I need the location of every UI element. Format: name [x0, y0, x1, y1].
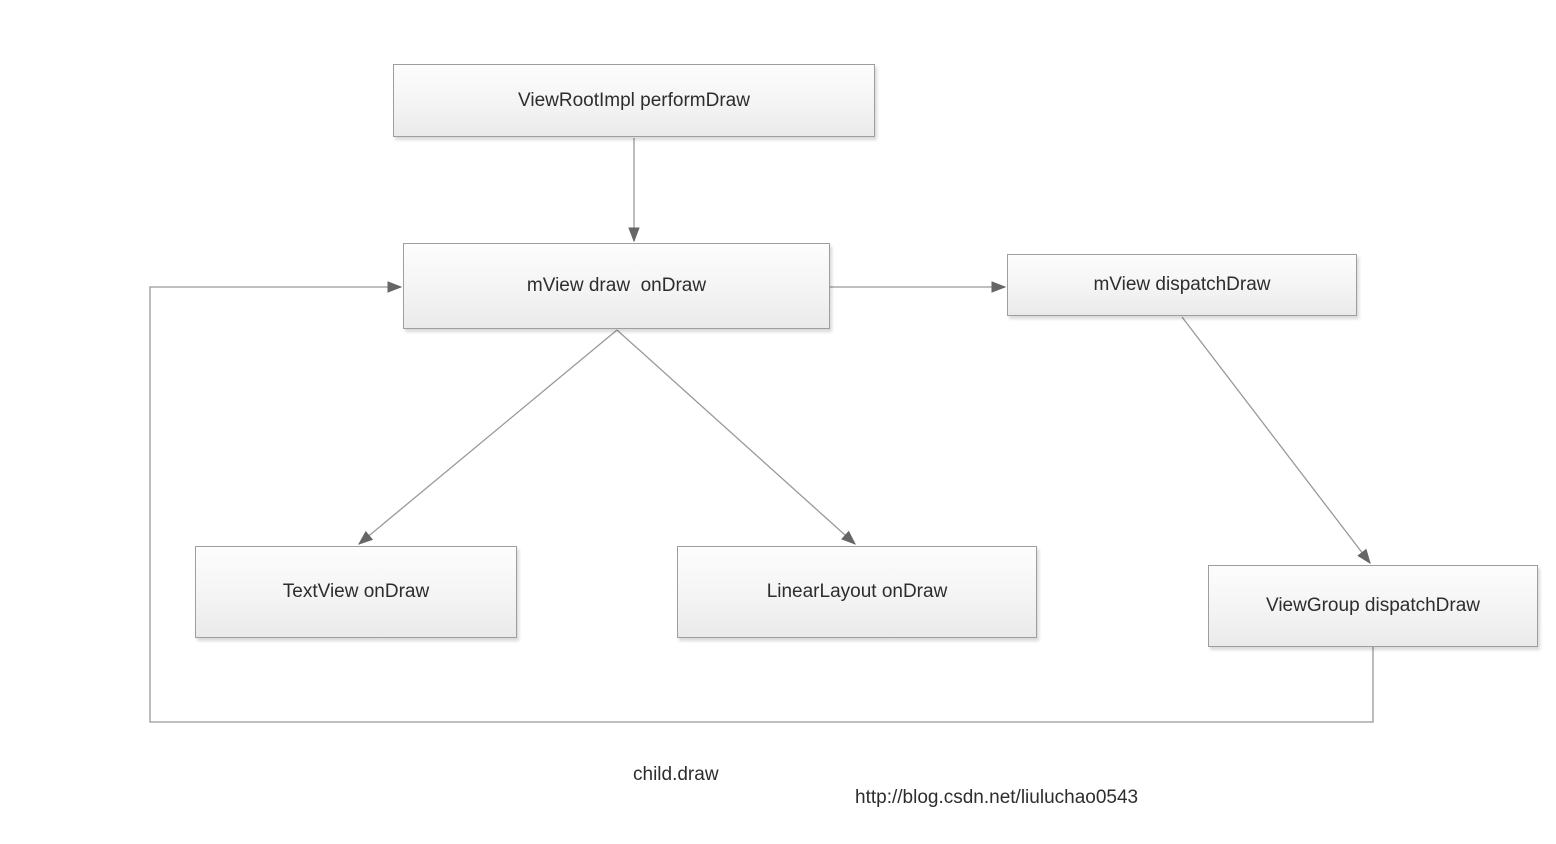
node-viewrootimpl-performdraw: ViewRootImpl performDraw [393, 64, 875, 137]
node-label: ViewRootImpl performDraw [518, 89, 750, 111]
edge-dispatchdraw-to-viewgroup [1181, 316, 1370, 563]
watermark-url: http://blog.csdn.net/liuluchao0543 [855, 787, 1139, 808]
node-textview-ondraw: TextView onDraw [195, 546, 517, 638]
node-label: ViewGroup dispatchDraw [1265, 595, 1481, 616]
loop-edge-label: child.draw [633, 764, 719, 785]
node-label: mView draw onDraw [526, 275, 707, 296]
node-mview-dispatchdraw: mView dispatchDraw [1007, 254, 1357, 316]
node-label: mView dispatchDraw [1093, 274, 1271, 295]
node-mview-draw-ondraw: mView draw onDraw [403, 243, 830, 329]
edge-draw-to-linearlayout [616, 329, 855, 544]
node-linearlayout-ondraw: LinearLayout onDraw [677, 546, 1037, 638]
node-label: LinearLayout onDraw [766, 581, 948, 602]
node-viewgroup-dispatchdraw: ViewGroup dispatchDraw [1208, 565, 1538, 647]
edge-viewgroup-loop-to-draw [149, 287, 1374, 723]
edge-draw-to-textview [359, 329, 618, 544]
node-label: TextView onDraw [282, 581, 430, 602]
